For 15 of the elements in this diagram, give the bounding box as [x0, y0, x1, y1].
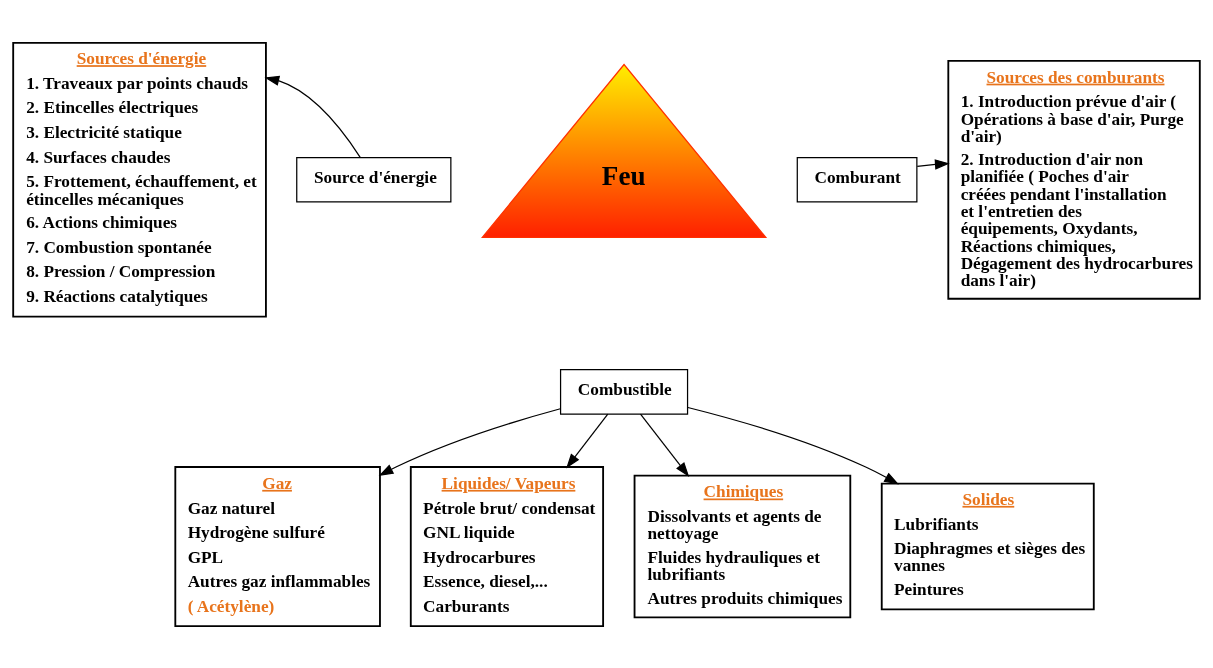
- node-box: Sources d'énergie 1. Traveaux par points chauds 2. Etincelles électriques 3. Electricité statique 4. Surfaces chaudes 5. Frottement, échauffement, et étincelles mécaniques 6. Actions chimiques 7. Combustion spontanée 8. Pression / Compression 9. Réactions catalytiques: [12, 41, 267, 318]
- node-box: Liquides/ Vapeurs Pétrole brut/ condensat GNL liquide Hydrocarbures Essence, diesel,... Carburants: [409, 465, 605, 627]
- arrow: [378, 407, 561, 476]
- arrow: [687, 406, 899, 484]
- node-box: Solides Lubrifiants Diaphragmes et sièges des vannes Peintures: [880, 482, 1095, 610]
- node-box: Comburant: [796, 156, 918, 203]
- arrow: [639, 413, 690, 477]
- arrow: [264, 75, 361, 158]
- node-box: Sources des comburants 1. Introduction prévue d'air ( Opérations à base d'air, Purge d'air) 2. Introduction d'air non planifiée ( Poches d'air créées pendant l'installation et l'entretien des équipements, Oxydants, Réactions chimiques, Dégagement des hydrocarbures dans l'air): [947, 59, 1201, 300]
- node-box: Chimiques Dissolvants et agents de nettoyage Fluides hydrauliques et lubrifiants Autres produits chimiques: [633, 474, 852, 618]
- arrow: [916, 158, 950, 170]
- arrow: [566, 413, 609, 468]
- node-box: Source d'énergie: [296, 156, 452, 203]
- node-box: Gaz Gaz naturel Hydrogène sulfuré GPL Autres gaz inflammables ( Acétylène): [174, 465, 381, 627]
- node-box: Combustible: [559, 368, 689, 415]
